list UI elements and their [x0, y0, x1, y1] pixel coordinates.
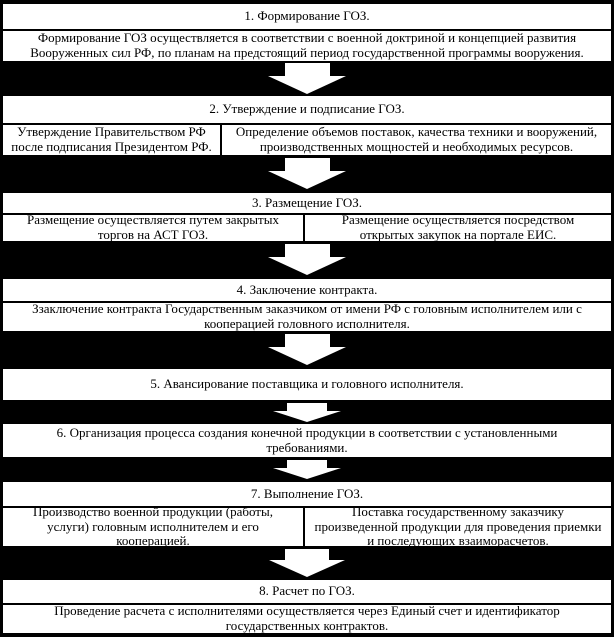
stage-2-cells: Утверждение Правительством РФ после подп…: [3, 125, 611, 155]
stage-8-description: Проведение расчета с исполнителями осуще…: [54, 605, 560, 633]
down-arrow-stem: [284, 334, 330, 347]
down-arrow-stem: [287, 403, 327, 411]
stage-7-title: 7. Выполнение ГОЗ.: [3, 482, 611, 508]
stage-6-title: 6. Организация процесса создания конечно…: [56, 424, 558, 455]
stage-2-right-cell: Определение объемов поставок, качества т…: [235, 125, 598, 154]
stage-3-cells: Размещение осуществляется путем закрытых…: [3, 215, 611, 241]
down-arrow-icon: [268, 158, 346, 189]
stage-4-block: 4. Заключение контракта. Ззаключение кон…: [1, 277, 613, 333]
stage-7-cells: Производство военной продукции (работы, …: [3, 508, 611, 546]
stage-7-right-cell: Поставка государственному заказчику прои…: [314, 508, 602, 546]
down-arrow-icon: [268, 244, 346, 275]
down-arrow-icon: [268, 334, 346, 365]
down-arrow-stem: [284, 63, 330, 76]
stage-6-block: 6. Организация процесса создания конечно…: [1, 422, 613, 459]
down-arrow-icon: [269, 549, 345, 577]
stage-7-left-cell: Производство военной продукции (работы, …: [3, 508, 305, 546]
stage-7-block: 7. Выполнение ГОЗ. Производство военной …: [1, 480, 613, 548]
stage-1-title: 1. Формирование ГОЗ.: [3, 4, 611, 31]
down-arrow-icon: [273, 403, 341, 422]
down-arrow-stem: [287, 460, 327, 468]
stage-3-right-cell: Размещение осуществляется посредством от…: [341, 215, 575, 241]
stage-1-description: Формирование ГОЗ осуществляется в соотве…: [30, 31, 584, 60]
down-arrow-head: [268, 257, 346, 275]
down-arrow-stem: [284, 244, 330, 257]
stage-3-left-cell: Размещение осуществляется путем закрытых…: [3, 215, 305, 241]
stage-5-block: 5. Авансирование поставщика и головного …: [1, 367, 613, 402]
stage-1-block: 1. Формирование ГОЗ. Формирование ГОЗ ос…: [1, 2, 613, 63]
stage-3-block: 3. Размещение ГОЗ. Размещение осуществля…: [1, 191, 613, 243]
stage-4-title: 4. Заключение контракта.: [3, 279, 611, 303]
stage-8-block: 8. Расчет по ГОЗ. Проведение расчета с и…: [1, 578, 613, 635]
down-arrow-head: [268, 171, 346, 189]
down-arrow-head: [269, 560, 345, 577]
down-arrow-head: [273, 411, 341, 422]
stage-8-title: 8. Расчет по ГОЗ.: [3, 580, 611, 605]
down-arrow-icon: [268, 63, 346, 94]
down-arrow-head: [268, 347, 346, 365]
stage-5-title: 5. Авансирование поставщика и головного …: [150, 376, 464, 392]
down-arrow-stem: [285, 549, 329, 560]
down-arrow-head: [273, 468, 341, 479]
down-arrow-icon: [273, 460, 341, 479]
stage-4-description: Ззаключение контракта Государственным за…: [32, 303, 582, 331]
stage-2-left-cell: Утверждение Правительством РФ после подп…: [3, 125, 222, 155]
stage-2-title: 2. Утверждение и подписание ГОЗ.: [3, 96, 611, 125]
stage-2-block: 2. Утверждение и подписание ГОЗ. Утвержд…: [1, 94, 613, 157]
down-arrow-head: [268, 76, 346, 94]
stage-3-title: 3. Размещение ГОЗ.: [3, 193, 611, 215]
down-arrow-stem: [284, 158, 330, 171]
